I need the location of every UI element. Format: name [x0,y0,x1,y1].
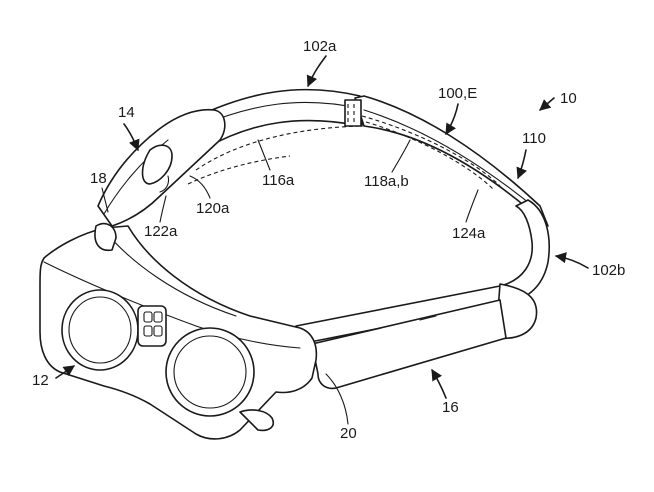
label-10: 10 [560,90,577,107]
label-102b: 102b [592,262,625,279]
left-lens [61,289,139,371]
stitching-118a [361,115,501,187]
label-110: 110 [522,130,546,147]
left-arm-14 [97,108,226,227]
hinge-100 [344,99,362,127]
label-122a: 122a [144,223,178,240]
label-16: 16 [442,399,459,416]
label-18: 18 [90,170,107,187]
right-lens [165,327,255,417]
front-frame-12 [39,222,318,440]
label-12: 12 [32,372,49,389]
nose-bridge-sensors [137,305,167,347]
label-102a: 102a [303,38,337,55]
right-arm-16 [295,199,550,390]
label-100e: 100,E [438,85,477,102]
labels: 102a 100,E 10 14 110 18 116a 118a,b 120a… [32,38,625,442]
label-124a: 124a [452,225,486,242]
label-116a: 116a [262,172,295,189]
inner-band-116a [195,125,361,171]
label-14: 14 [118,104,135,121]
rear-strap-110 [344,95,549,227]
label-118ab: 118a,b [364,173,409,190]
label-20: 20 [340,425,357,442]
label-120a: 120a [196,200,230,217]
